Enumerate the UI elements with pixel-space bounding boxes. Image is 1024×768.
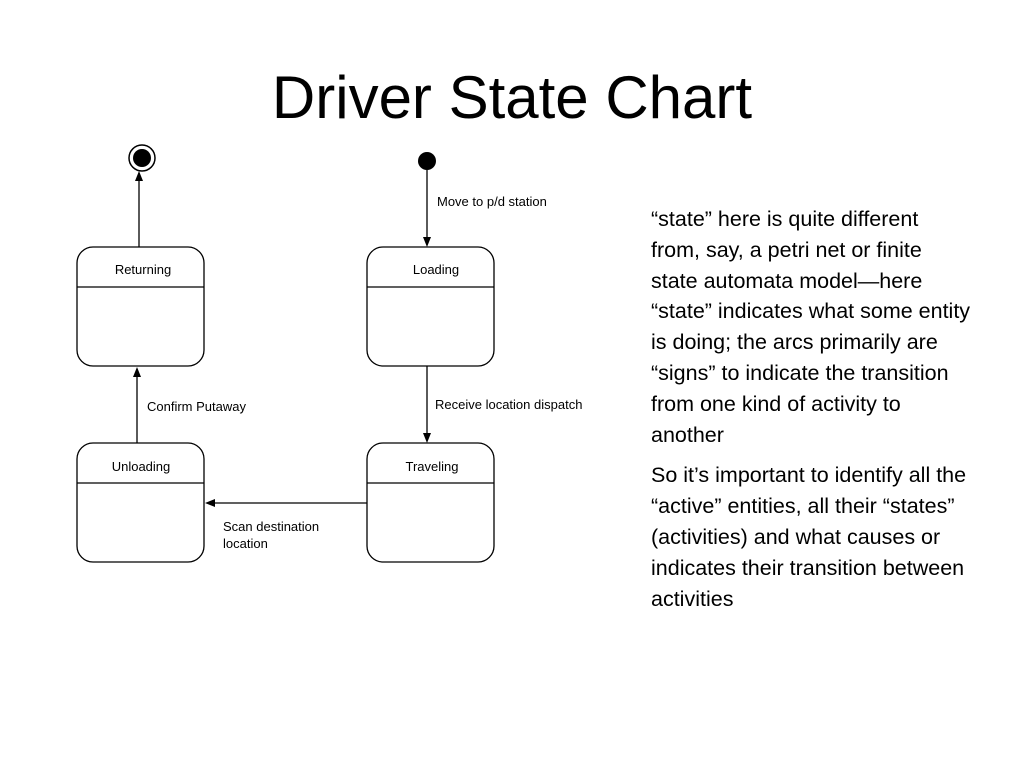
state-unloading: Unloading (76, 442, 205, 563)
state-loading-label: Loading (413, 262, 459, 277)
label-scan-destination-line1: Scan destination (223, 519, 319, 534)
arc-traveling-to-unloading (205, 499, 367, 507)
arc-initial-to-loading (423, 170, 431, 247)
state-returning-label: Returning (115, 262, 171, 277)
initial-state-node (418, 152, 436, 170)
state-returning: Returning (76, 246, 205, 367)
arc-loading-to-traveling (423, 366, 431, 443)
final-state-node (128, 144, 156, 172)
notes-paragraph-1: “state” here is quite different from, sa… (651, 207, 971, 447)
explanation-notes: “state” here is quite different from, sa… (651, 204, 971, 624)
arc-unloading-to-returning (133, 367, 141, 443)
state-unloading-label: Unloading (112, 459, 171, 474)
state-traveling: Traveling (366, 442, 495, 563)
label-move-to-pd-station: Move to p/d station (437, 194, 547, 209)
label-scan-destination-line2: location (223, 536, 268, 551)
label-confirm-putaway: Confirm Putaway (147, 399, 246, 414)
state-traveling-label: Traveling (406, 459, 459, 474)
state-loading: Loading (366, 246, 495, 367)
label-receive-location-dispatch: Receive location dispatch (435, 397, 582, 412)
arc-returning-to-final (135, 171, 143, 247)
slide-title: Driver State Chart (271, 64, 753, 131)
notes-paragraph-2: So it’s important to identify all the “a… (651, 463, 967, 611)
